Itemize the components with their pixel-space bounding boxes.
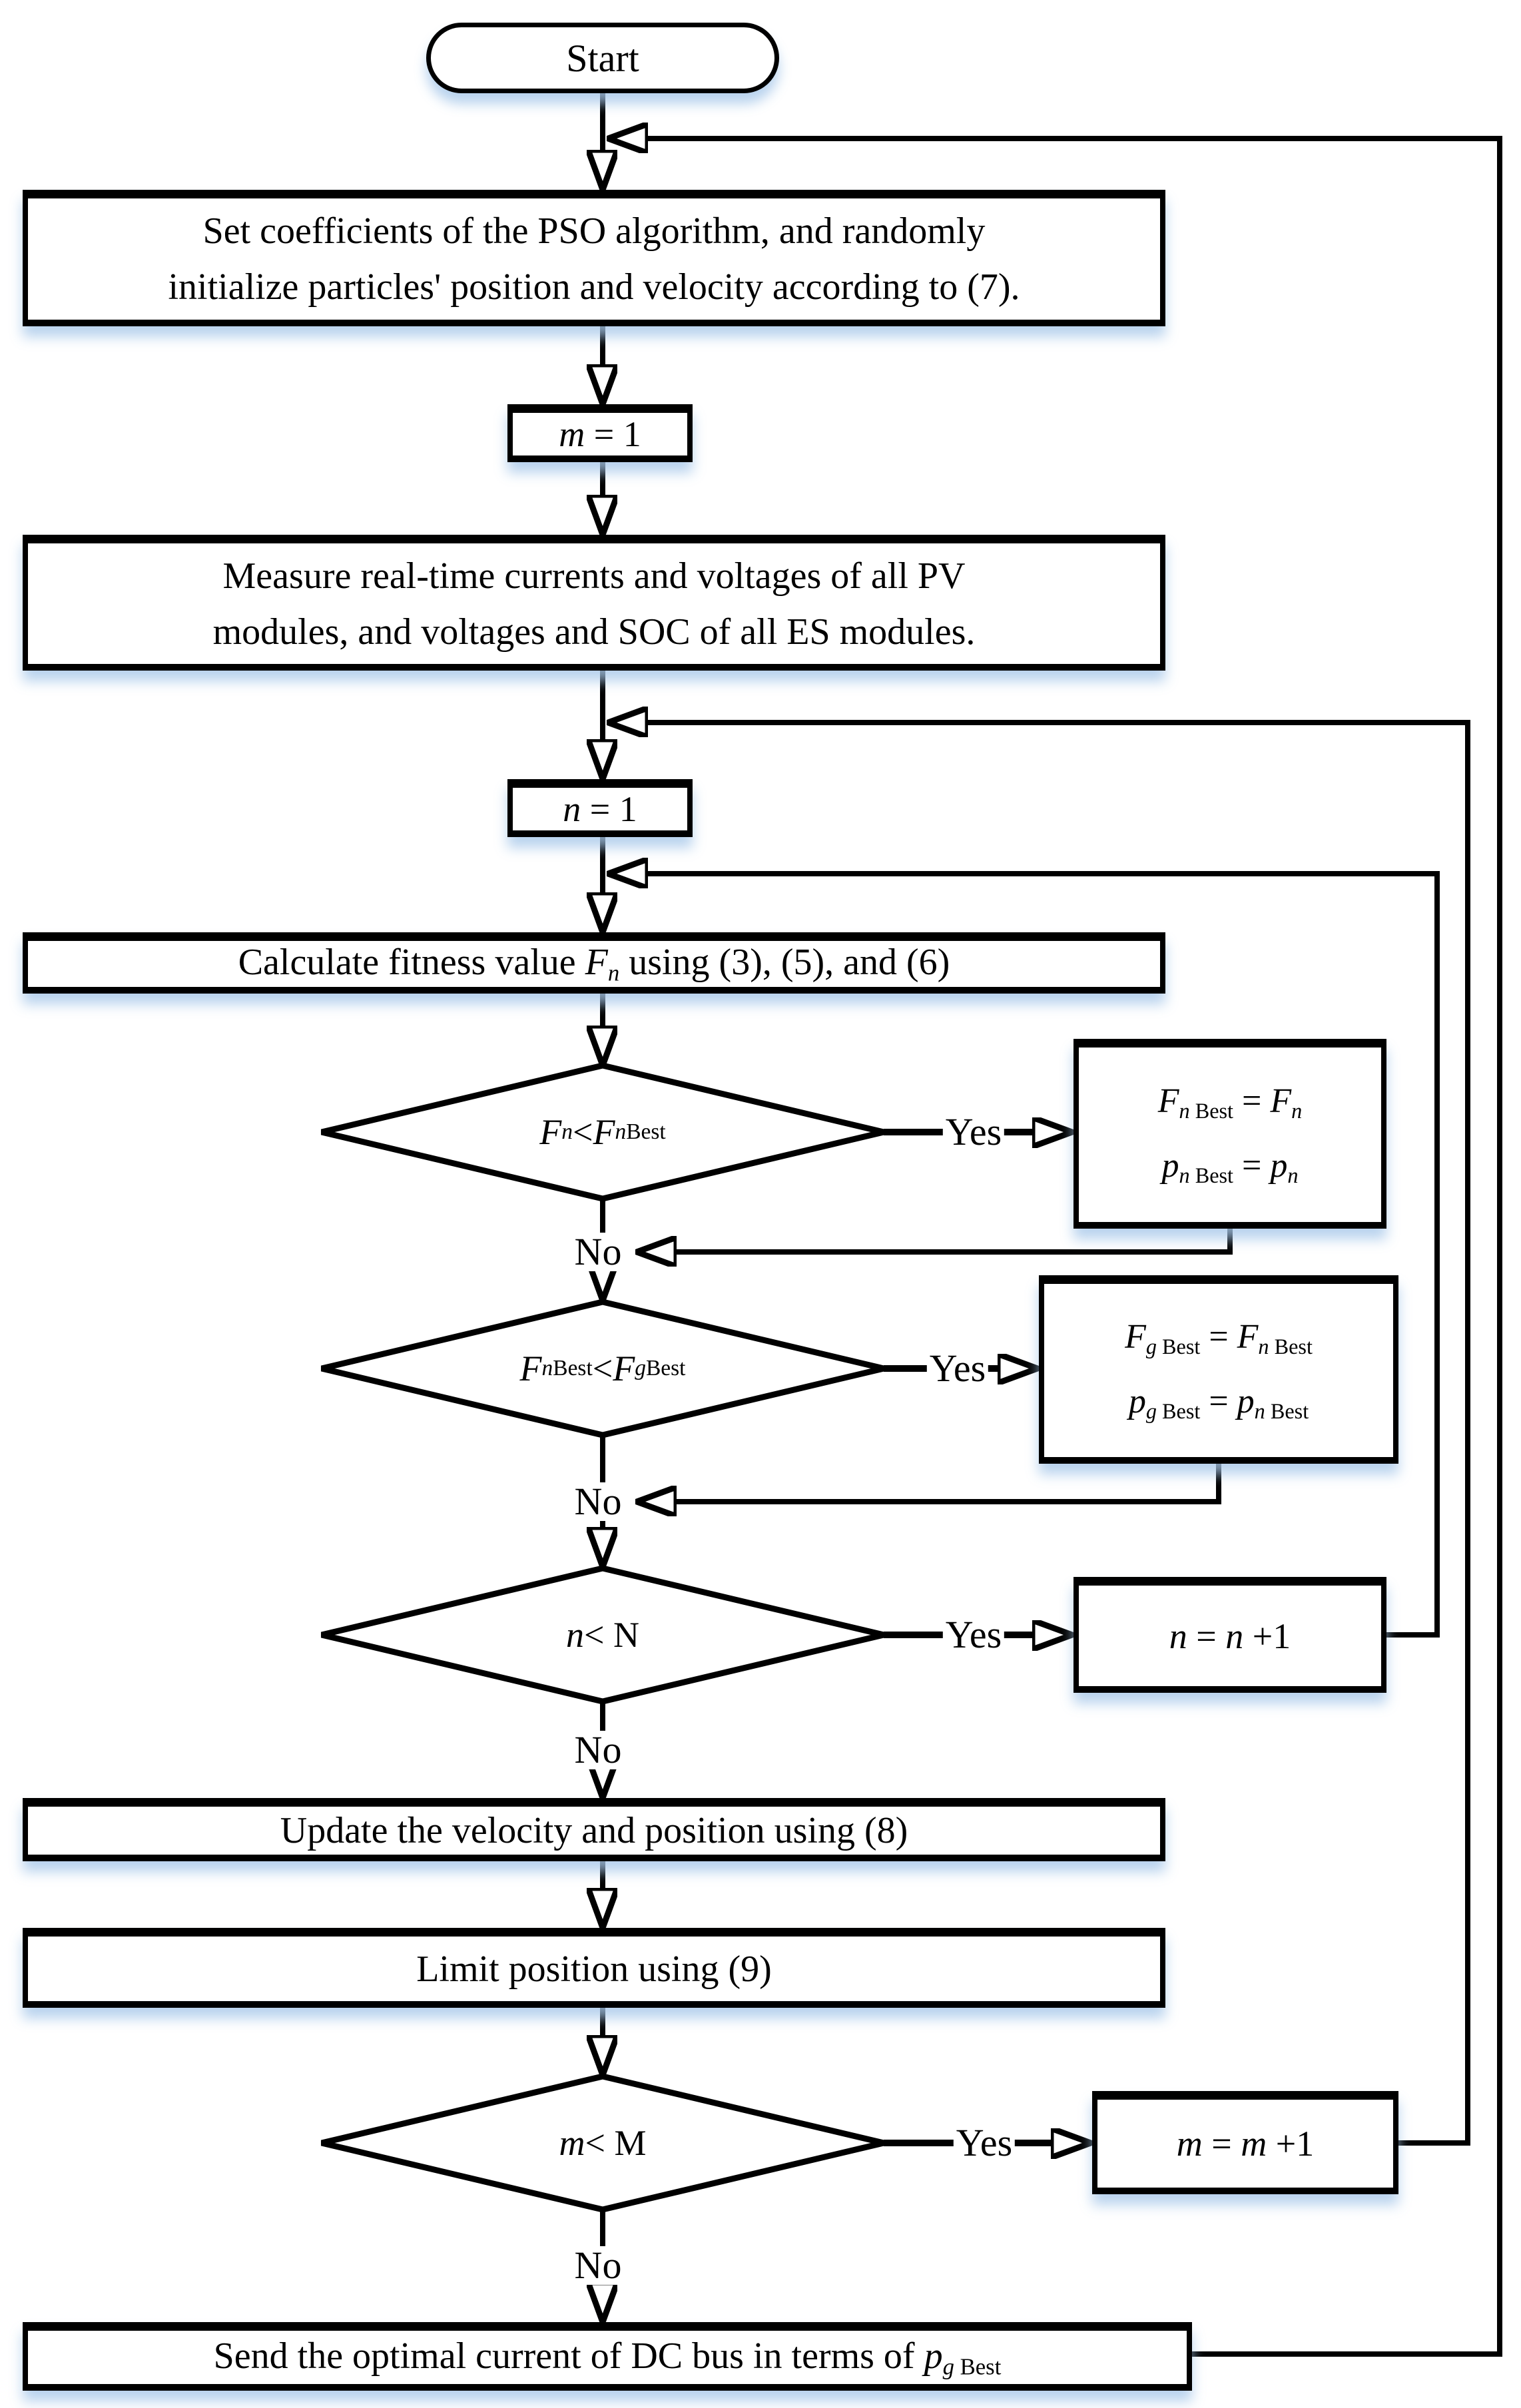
process-send-output: Send the optimal current of DC bus in te…	[23, 2322, 1192, 2391]
loop-inner-n	[609, 874, 1440, 1638]
process-m-init-label: m = 1	[559, 414, 641, 454]
edge-personal-best-merge	[638, 1229, 1233, 1252]
label-dec1-no: No	[571, 1233, 625, 1271]
process-measure: Measure real-time currents and voltages …	[23, 535, 1165, 671]
process-update-velocity: Update the velocity and position using (…	[23, 1798, 1165, 1861]
process-update-velocity-label: Update the velocity and position using (…	[280, 1810, 908, 1851]
process-calc-fitness-label: Calculate fitness value Fn using (3), (5…	[238, 942, 950, 986]
process-calc-fitness: Calculate fitness value Fn using (3), (5…	[23, 932, 1165, 994]
label-dec2-no: No	[571, 1482, 625, 1521]
label-dec3-yes: Yes	[942, 1616, 1005, 1654]
process-measure-line1: Measure real-time currents and voltages …	[222, 555, 966, 597]
process-n-init: n = 1	[507, 779, 693, 837]
start-label: Start	[566, 36, 639, 80]
process-increment-m-label: m = m +1	[1176, 2124, 1315, 2164]
label-dec4-no: No	[571, 2246, 625, 2285]
decision-n-loop-label: n < N	[566, 1615, 639, 1655]
set-personal-best-line1: Fn Best = Fn	[1157, 1081, 1303, 1123]
process-init-line1: Set coefficients of the PSO algorithm, a…	[202, 210, 986, 252]
process-n-init-label: n = 1	[563, 789, 637, 829]
set-global-best-line2: pg Best = pn Best	[1128, 1382, 1309, 1424]
set-personal-best-line2: pn Best = pn	[1161, 1147, 1299, 1188]
label-dec3-no: No	[571, 1731, 625, 1769]
process-increment-n-label: n = n +1	[1169, 1616, 1291, 1656]
edge-global-best-merge	[638, 1464, 1221, 1502]
decision-diamond-n-loop	[320, 1565, 885, 1705]
process-m-init: m = 1	[507, 404, 693, 462]
process-limit-position-label: Limit position using (9)	[416, 1948, 772, 1990]
process-init-line2: initialize particles' position and veloc…	[168, 266, 1020, 308]
process-send-output-label: Send the optimal current of DC bus in te…	[213, 2335, 1002, 2380]
loop-outer-m	[609, 723, 1470, 2146]
process-set-global-best: Fg Best = Fn Best pg Best = pn Best	[1039, 1275, 1398, 1464]
process-init-pso: Set coefficients of the PSO algorithm, a…	[23, 190, 1165, 326]
loop-send-restart	[609, 139, 1502, 2357]
process-limit-position: Limit position using (9)	[23, 1928, 1165, 2008]
process-increment-n: n = n +1	[1073, 1577, 1386, 1693]
process-increment-m: m = m +1	[1092, 2091, 1398, 2194]
process-set-personal-best: Fn Best = Fn pn Best = pn	[1073, 1039, 1386, 1229]
label-dec4-yes: Yes	[953, 2124, 1016, 2162]
decision-diamond-global-best	[320, 1299, 885, 1438]
set-global-best-line1: Fg Best = Fn Best	[1125, 1317, 1313, 1358]
label-dec1-yes: Yes	[942, 1113, 1005, 1151]
process-measure-line2: modules, and voltages and SOC of all ES …	[212, 611, 976, 653]
decision-diamond-m-loop	[320, 2073, 885, 2213]
label-dec2-yes: Yes	[926, 1349, 989, 1388]
decision-m-loop-label: m < M	[559, 2123, 647, 2163]
decision-diamond-personal-best	[320, 1062, 885, 1202]
start-terminator: Start	[426, 23, 779, 93]
